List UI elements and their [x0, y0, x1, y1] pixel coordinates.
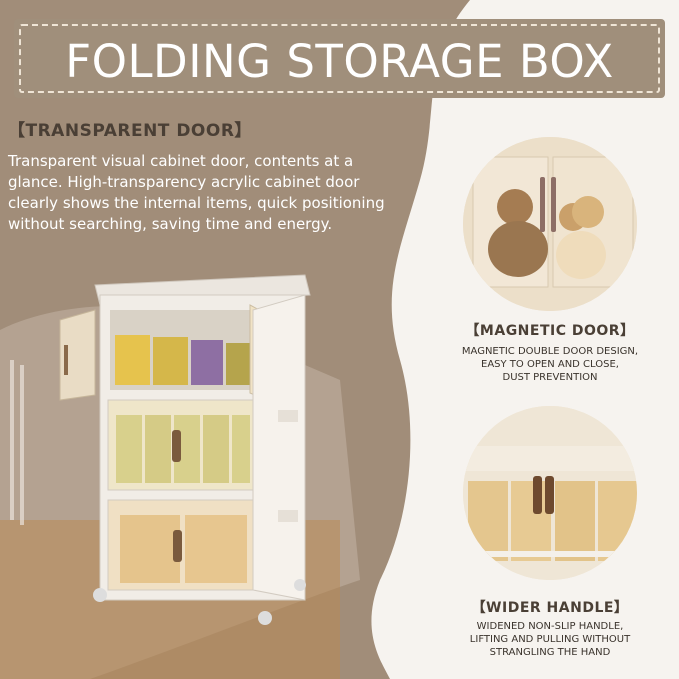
feature-line: WIDENED NON-SLIP HANDLE, [476, 621, 624, 632]
feature-line: EASY TO OPEN AND CLOSE, [481, 359, 619, 370]
feature-line: LIFTING AND PULLING WITHOUT [469, 634, 631, 645]
page-title: FOLDING STORAGE BOX [65, 35, 614, 88]
section-heading: 【TRANSPARENT DOOR】 [8, 121, 252, 141]
title-border [19, 24, 660, 93]
storage-cabinet-illustration [59, 274, 311, 625]
feature-line: DUST PREVENTION [502, 372, 598, 383]
feature-desc-magnetic-door: MAGNETIC DOUBLE DOOR DESIGN, EASY TO OPE… [450, 345, 650, 384]
title-banner: FOLDING STORAGE BOX [14, 19, 665, 98]
wider-handle-image [463, 406, 637, 580]
magnetic-door-image [463, 137, 637, 311]
feature-title-magnetic-door: 【MAGNETIC DOOR】 [465, 323, 635, 339]
feature-desc-wider-handle: WIDENED NON-SLIP HANDLE, LIFTING AND PUL… [450, 620, 650, 659]
feature-line: STRANGLING THE HAND [489, 647, 611, 658]
feature-line: MAGNETIC DOUBLE DOOR DESIGN, [461, 346, 639, 357]
feature-title-wider-handle: 【WIDER HANDLE】 [471, 600, 629, 616]
section-description: Transparent visual cabinet door, content… [8, 152, 385, 233]
